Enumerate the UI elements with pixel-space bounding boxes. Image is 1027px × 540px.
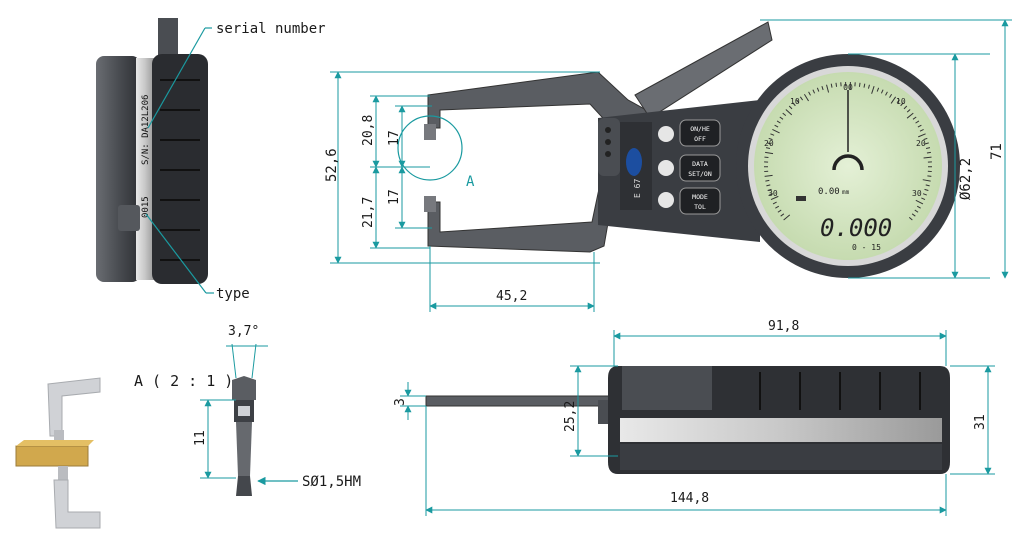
svg-text:31: 31 xyxy=(973,414,988,430)
svg-text:21,7: 21,7 xyxy=(361,197,376,228)
dial-tick xyxy=(836,83,837,87)
svg-text:25,2: 25,2 xyxy=(563,401,578,432)
svg-text:10: 10 xyxy=(896,97,906,106)
battery-icon xyxy=(796,196,806,201)
brand-logo xyxy=(626,148,642,176)
svg-text:71: 71 xyxy=(989,143,1005,160)
svg-text:30: 30 xyxy=(912,189,922,198)
svg-text:20: 20 xyxy=(916,139,926,148)
svg-text:30: 30 xyxy=(768,189,778,198)
svg-text:52,6: 52,6 xyxy=(324,148,340,182)
serial-number-callout: serial number xyxy=(216,21,326,37)
svg-text:11: 11 xyxy=(193,430,208,446)
side-view: S/N: DA12L206 0015 xyxy=(96,18,208,284)
svg-text:10: 10 xyxy=(790,97,800,106)
dial-tick xyxy=(927,152,931,153)
dial-tick xyxy=(859,83,860,87)
svg-text:TOL: TOL xyxy=(694,203,706,211)
svg-text:OFF: OFF xyxy=(694,135,706,143)
svg-text:20: 20 xyxy=(764,139,774,148)
svg-text:mm: mm xyxy=(842,189,850,196)
svg-text:MODE: MODE xyxy=(692,193,708,201)
svg-text:0 - 15: 0 - 15 xyxy=(852,243,881,252)
svg-text:3: 3 xyxy=(393,398,408,406)
svg-text:ON/HE: ON/HE xyxy=(690,125,710,133)
tip-spec: SØ1,5HM xyxy=(302,474,361,490)
dial-tick xyxy=(765,180,769,181)
svg-text:DATA: DATA xyxy=(692,160,708,168)
svg-text:Ø62,2: Ø62,2 xyxy=(958,158,974,200)
side-code: E 67 xyxy=(633,179,642,198)
svg-text:A: A xyxy=(466,174,475,190)
bottom-view xyxy=(426,366,950,474)
serial-label: S/N: DA12L206 xyxy=(141,95,151,165)
svg-text:20,8: 20,8 xyxy=(361,115,376,146)
lcd-main-value: 0.000 xyxy=(820,214,892,242)
svg-text:91,8: 91,8 xyxy=(768,319,799,334)
svg-text:0.00: 0.00 xyxy=(818,187,840,197)
front-view: E 67 ON/HE OFF DATA SET/ON MODE TOL 00 1… xyxy=(424,22,960,278)
svg-text:SET/ON: SET/ON xyxy=(688,170,712,178)
svg-text:3,7°: 3,7° xyxy=(228,324,259,339)
detail-label: A ( 2 : 1 ) xyxy=(134,372,233,390)
svg-text:45,2: 45,2 xyxy=(496,289,527,304)
svg-text:17: 17 xyxy=(387,189,402,205)
svg-text:144,8: 144,8 xyxy=(670,491,709,506)
type-callout: type xyxy=(216,286,250,302)
usage-sketch xyxy=(16,378,100,528)
detail-view: A ( 2 : 1 ) 3,7° 11 SØ1,5HM xyxy=(134,324,361,496)
